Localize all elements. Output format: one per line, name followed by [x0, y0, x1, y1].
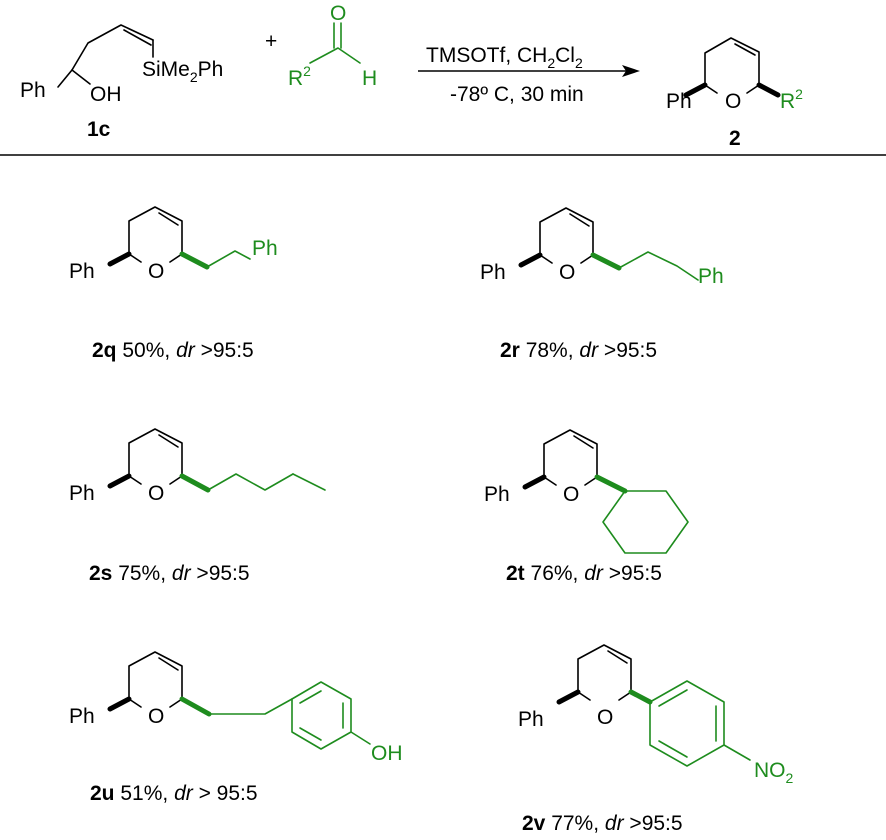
phenyl-label: Ph: [484, 483, 510, 506]
product-label: 2: [729, 127, 741, 150]
caption-2v: 2v 77%, dr >95:5: [522, 812, 683, 835]
silyl-group-label: SiMe2Ph: [142, 58, 223, 85]
reactant-label: 1c: [87, 118, 111, 141]
caption-2s: 2s 75%, dr >95:5: [89, 562, 250, 585]
reactant-1c: Ph OH SiMe2Ph 1c: [20, 24, 223, 141]
phenol-hydroxyl-label: OH: [371, 742, 403, 765]
phenyl-label: Ph: [480, 261, 506, 284]
phenethyl-phenyl-label: Ph: [698, 265, 724, 288]
aldehyde-hydrogen-label: H: [362, 67, 377, 90]
product-2t: Ph O: [484, 429, 689, 554]
caption-2t: 2t 76%, dr >95:5: [506, 562, 662, 585]
product-2u: Ph O OH: [69, 651, 403, 765]
aldehyde-reagent: O R2 H: [288, 2, 377, 90]
product-2q: Ph O Ph: [69, 206, 278, 283]
conditions-temperature-time: -78º C, 30 min: [450, 83, 584, 106]
product-2r: Ph O Ph: [480, 207, 724, 288]
phenyl-label: Ph: [518, 708, 544, 731]
nitro-group-label: NO2: [754, 759, 794, 786]
ring-oxygen-label: O: [559, 261, 575, 284]
phenyl-label: Ph: [69, 705, 95, 728]
ring-oxygen-label: O: [148, 482, 164, 505]
ring-oxygen-label: O: [563, 483, 579, 506]
r2-label: R2: [780, 86, 803, 113]
phenyl-label: Ph: [666, 90, 692, 113]
product-2: Ph O R2 2: [666, 37, 803, 150]
r2-label: R2: [288, 63, 311, 90]
ring-oxygen-label: O: [148, 260, 164, 283]
caption-2r: 2r 78%, dr >95:5: [500, 339, 657, 362]
caption-2u: 2u 51%, dr > 95:5: [90, 782, 258, 805]
phenyl-label: Ph: [69, 260, 95, 283]
ring-oxygen-label: O: [148, 705, 164, 728]
conditions-reagents: TMSOTf, CH2Cl2: [426, 44, 583, 71]
reaction-arrow: TMSOTf, CH2Cl2 -78º C, 30 min: [418, 44, 640, 106]
plus-sign: +: [265, 30, 277, 53]
carbonyl-oxygen-label: O: [330, 2, 346, 25]
caption-2q: 2q 50%, dr >95:5: [92, 339, 254, 362]
benzyl-phenyl-label: Ph: [252, 237, 278, 260]
ring-oxygen-label: O: [725, 90, 741, 113]
phenyl-label: Ph: [20, 79, 46, 102]
ring-oxygen-label: O: [597, 706, 613, 729]
hydroxyl-label: OH: [90, 83, 122, 106]
product-2s: Ph O: [69, 428, 326, 505]
phenyl-label: Ph: [69, 482, 95, 505]
product-2v: Ph O NO2: [518, 644, 794, 786]
